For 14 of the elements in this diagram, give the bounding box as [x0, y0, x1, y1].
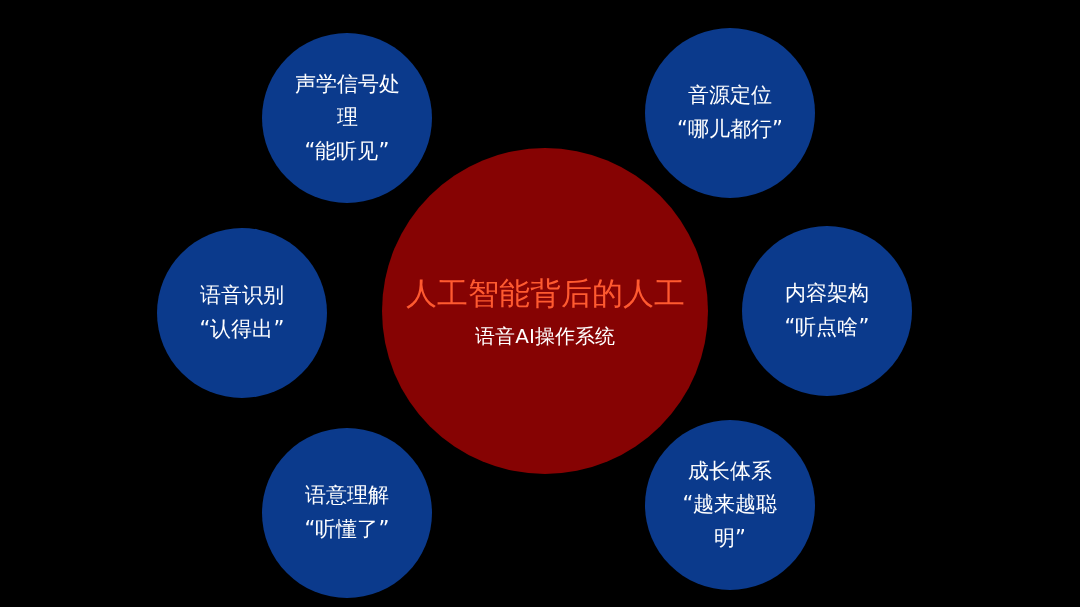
subtitle-text: 语音AI操作系统 — [475, 323, 615, 350]
topic-tagline: “听懂了” — [304, 516, 390, 543]
topic-tagline: “认得出” — [199, 316, 285, 343]
topic-title: 声学信号处理 — [293, 70, 401, 132]
topic-title: 音源定位 — [688, 82, 772, 110]
topic-title: 成长体系 — [688, 457, 772, 485]
topic-title: 语意理解 — [305, 482, 389, 510]
topic-tagline: “越来越聪明” — [681, 491, 779, 552]
topic-tagline: “听点啥” — [784, 314, 870, 341]
topic-title: 语音识别 — [200, 282, 284, 310]
topic-tagline: “能听见” — [304, 137, 390, 165]
topic-title: 内容架构 — [785, 280, 869, 308]
topic-tagline: “哪儿都行” — [677, 116, 783, 143]
headline-text: 人工智能背后的人工 — [405, 273, 685, 313]
